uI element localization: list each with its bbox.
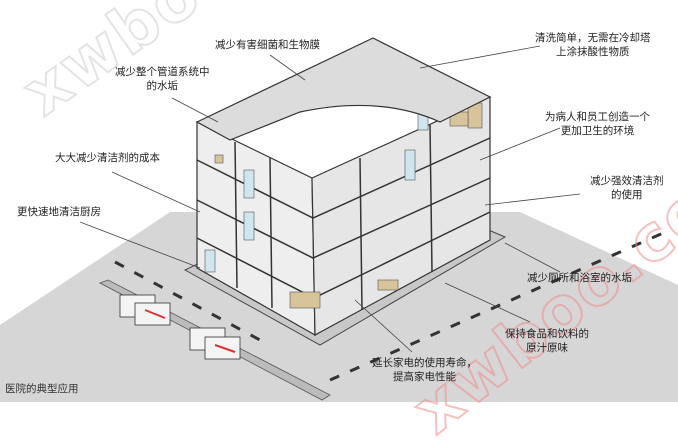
building-right-face — [311, 96, 491, 336]
callout-text: 原汁原味 — [526, 342, 568, 354]
callout-text: 更加卫生的环境 — [560, 125, 635, 137]
callout-text: 的水垢 — [146, 80, 179, 92]
callout-text: 大大减少清洁剂的成本 — [55, 152, 160, 164]
callout-cooling-tower: 清洗简单，无需在冷却塔上涂抹酸性物质 — [535, 31, 651, 59]
callout-strong-cleaner: 减少强效清洁剂的使用 — [590, 174, 664, 202]
callout-toilet: 减少厕所和浴室的水垢 — [527, 271, 632, 285]
hospital-diagram — [0, 37, 678, 402]
callout-food: 保持食品和饮料的原汁原味 — [505, 327, 589, 355]
callout-bacteria: 减少有害细菌和生物膜 — [215, 38, 320, 52]
callout-text: 更快速地清洁厨房 — [17, 206, 101, 218]
callout-text: 减少有害细菌和生物膜 — [215, 39, 320, 51]
callout-text: 为病人和员工创造一个 — [545, 111, 650, 123]
callout-text: 减少厕所和浴室的水垢 — [527, 272, 632, 284]
road-markings — [114, 228, 671, 382]
callout-text: 的使用 — [611, 189, 643, 201]
callout-kitchen: 更快速地清洁厨房 — [17, 205, 101, 219]
callout-text: 减少强效清洁剂 — [590, 175, 664, 187]
callout-pipes: 减少整个管道系统中的水垢 — [115, 65, 210, 93]
callout-hygiene: 为病人和员工创造一个更加卫生的环境 — [545, 110, 650, 138]
callout-text: 减少整个管道系统中 — [115, 66, 210, 78]
figure-caption: 医院的典型应用 — [5, 383, 79, 395]
floor-slabs — [196, 124, 491, 311]
callout-text: 上涂抹酸性物质 — [556, 46, 630, 58]
callout-appliances: 延长家电的使用寿命， 提高家电性能 — [372, 356, 477, 384]
callout-lines — [79, 45, 581, 353]
callout-text: 提高家电性能 — [393, 371, 456, 383]
callout-text: 延长家电的使用寿命， — [372, 357, 477, 369]
callout-text: 清洗简单，无需在冷却塔 — [535, 32, 651, 44]
roof — [195, 37, 492, 141]
callout-text: 保持食品和饮料的 — [505, 328, 589, 340]
callout-detergent-cost: 大大减少清洁剂的成本 — [55, 151, 160, 165]
ambulances — [119, 294, 241, 360]
furniture — [214, 102, 483, 309]
